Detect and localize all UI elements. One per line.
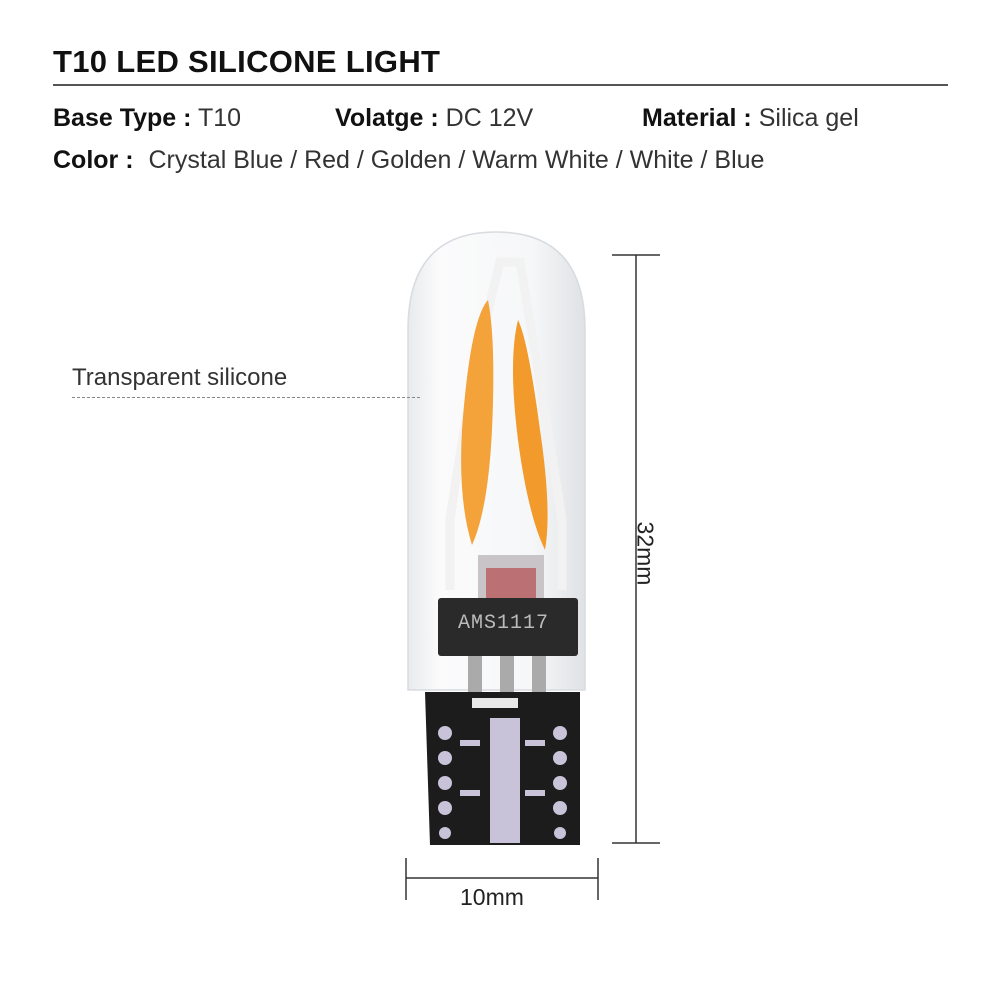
spec-material: Material : Silica gel <box>642 104 859 133</box>
spec-material-value: Silica gel <box>758 104 859 132</box>
spec-color-label: Color : <box>53 146 134 174</box>
spec-color: Color : Crystal Blue / Red / Golden / Wa… <box>53 146 764 175</box>
chip-leg-3 <box>532 656 546 692</box>
chip-leg-2 <box>500 656 514 692</box>
filament-right <box>513 320 548 550</box>
spec-base-type-value: T10 <box>197 104 242 132</box>
spec-voltage-label: Volatge : <box>335 104 439 132</box>
title-underline <box>53 84 948 86</box>
width-dimension-label: 10mm <box>460 884 524 910</box>
spec-base-type: Base Type : T10 <box>53 104 241 133</box>
page-title: T10 LED SILICONE LIGHT <box>53 44 441 79</box>
chip-label: AMS1117 <box>458 612 550 635</box>
filament-left <box>461 300 494 545</box>
spec-voltage: Volatge : DC 12V <box>335 104 533 133</box>
spec-voltage-value: DC 12V <box>445 104 534 132</box>
resistor <box>472 698 518 708</box>
regulator-chip <box>438 598 578 656</box>
spec-material-label: Material : <box>642 104 752 132</box>
pcb-pads <box>438 718 567 843</box>
spec-base-type-label: Base Type : <box>53 104 192 132</box>
spec-color-value: Crystal Blue / Red / Golden / Warm White… <box>148 146 765 174</box>
callout-line <box>72 397 420 398</box>
height-dimension-label: 32mm <box>632 521 659 586</box>
callout-label: Transparent silicone <box>72 364 288 391</box>
chip-leg-1 <box>468 656 482 692</box>
led-die <box>486 568 536 598</box>
